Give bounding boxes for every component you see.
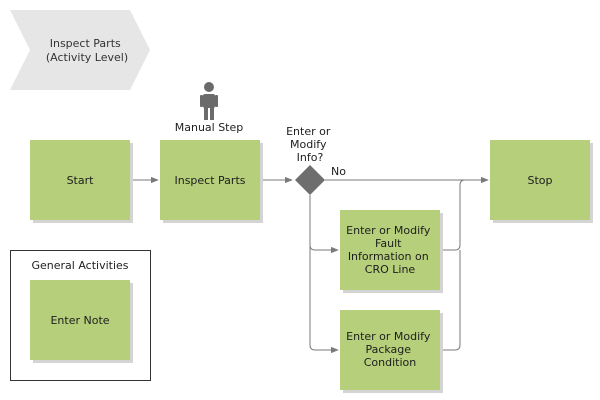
decision-diamond[interactable] [295,165,325,195]
stop-node[interactable]: Stop [490,140,593,223]
connector-decision-to-fault [309,195,339,254]
connectors [130,176,489,354]
decision-no-label: No [331,165,346,178]
connector-package-to-stop [440,250,461,351]
start-node[interactable]: Start [30,140,133,223]
process-header-title: Inspect Parts [50,37,121,50]
enter-note-node[interactable]: Enter Note [30,280,133,363]
process-header: Inspect Parts (Activity Level) [10,10,150,90]
chevron-shape [10,10,150,90]
package-condition-label: Enter or Modify Package Condition [346,330,434,369]
start-node-label: Start [67,174,95,187]
person-icon [200,82,218,120]
inspect-parts-label: Inspect Parts [174,174,245,187]
fault-info-label: Enter or Modify Fault Information on CRO… [346,224,434,276]
manual-step-label: Manual Step [175,121,244,134]
fault-info-node[interactable]: Enter or Modify Fault Information on CRO… [340,210,443,293]
inspect-parts-node[interactable]: Inspect Parts [160,140,263,223]
svg-text:Inspect Parts (Activity: Inspect Parts (Activity Level) [46,37,128,64]
stop-node-label: Stop [527,174,552,187]
decision-question: Enter or Modify Info? [286,125,334,164]
package-condition-node[interactable]: Enter or Modify Package Condition [340,310,443,393]
general-activities-title: General Activities [31,259,128,272]
enter-note-label: Enter Note [50,314,109,327]
process-header-subtitle: (Activity Level) [46,51,128,64]
connector-decision-to-package [309,245,339,354]
connector-fault-to-stop [440,179,466,251]
